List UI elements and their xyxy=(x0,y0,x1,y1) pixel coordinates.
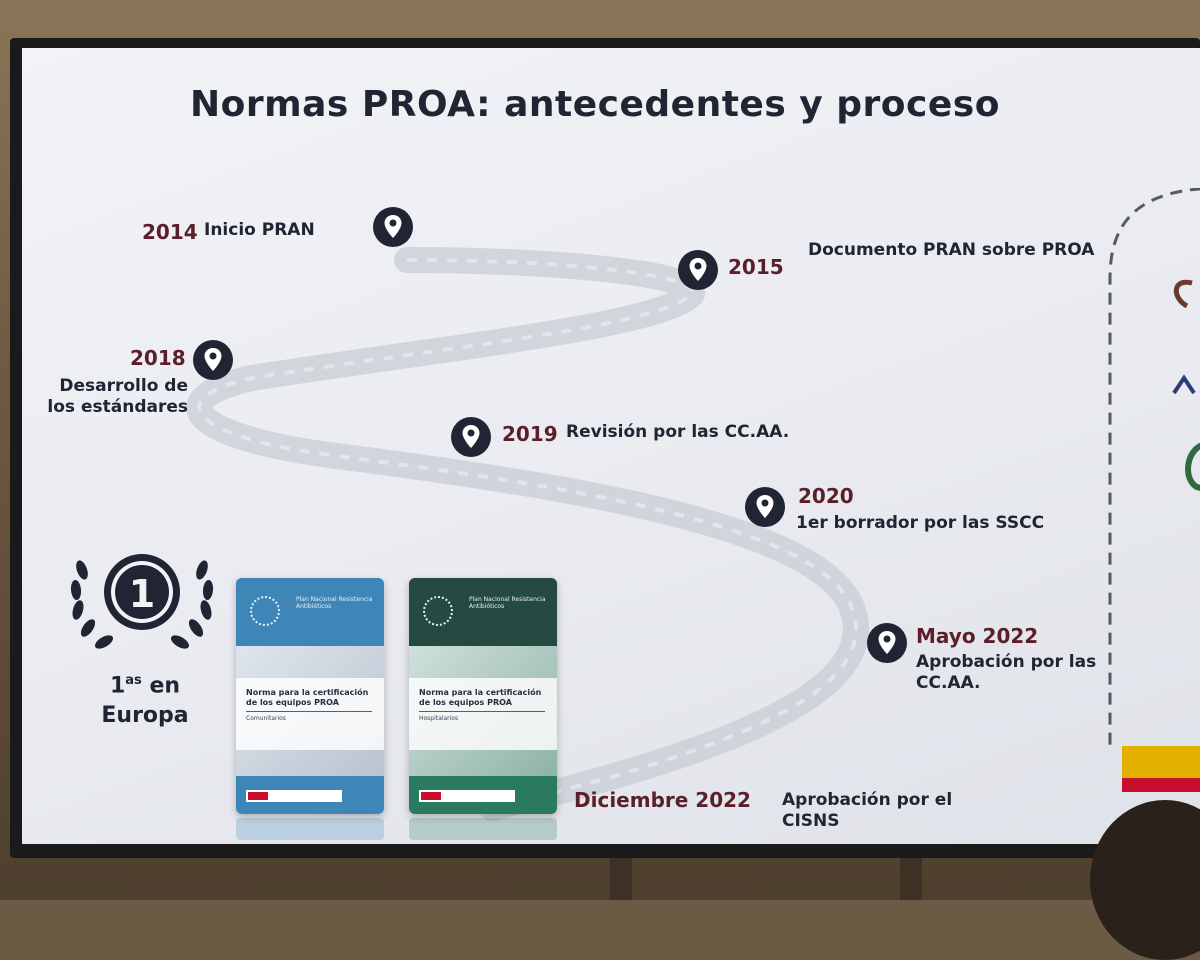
milestone-year: 2020 xyxy=(798,484,854,508)
milestone-label: Inicio PRAN xyxy=(204,220,315,240)
slide-title: Normas PROA: antecedentes y proceso xyxy=(190,84,1000,125)
map-pin-icon xyxy=(193,340,233,380)
milestone-year: 2014 xyxy=(142,220,198,244)
laurel-wreath-icon xyxy=(70,554,214,649)
award-caption: 1as en Europa xyxy=(80,666,210,731)
book-subtitle: Hospitalarios xyxy=(419,715,459,722)
map-pin-icon xyxy=(745,487,785,527)
milestone-year: 2018 xyxy=(130,346,186,370)
milestone-label: Aprobación por las CC.AA. xyxy=(916,652,1097,693)
award-line1-post: en xyxy=(141,673,181,699)
map-pin-icon xyxy=(867,623,907,663)
book-plan: Plan Nacional Resistencia Antibióticos xyxy=(296,596,373,610)
dashed-panel xyxy=(1108,188,1200,748)
milestone-label: Documento PRAN sobre PROA xyxy=(808,240,1095,260)
ministry-logos xyxy=(246,790,342,802)
winding-road xyxy=(186,247,869,821)
spain-flag-logo xyxy=(1122,746,1200,792)
map-pin-icon xyxy=(451,417,491,457)
spain-logo-icon xyxy=(421,792,441,800)
book-cover-hospitalarios: Plan Nacional Resistencia Antibióticos N… xyxy=(409,578,557,814)
milestone-label: Desarrollo de los estándares xyxy=(47,376,188,417)
map-pin-icon xyxy=(678,250,718,290)
milestone-label: Revisión por las CC.AA. xyxy=(566,422,790,442)
book-plan: Plan Nacional Resistencia Antibióticos xyxy=(469,596,546,610)
book-title: Norma para la certificación de los equip… xyxy=(419,688,542,707)
book-cover-comunitarios: Plan Nacional Resistencia Antibióticos N… xyxy=(236,578,384,814)
presentation-slide: Normas PROA: antecedentes y proceso 2014… xyxy=(22,48,1200,844)
plan-emblem-icon xyxy=(423,596,453,626)
award-line1-sup: as xyxy=(125,673,142,688)
milestone-label: Aprobación por el CISNS xyxy=(782,790,953,831)
milestone-year: 2019 xyxy=(502,422,558,446)
milestone-year: Diciembre 2022 xyxy=(574,788,751,812)
award-line2: Europa xyxy=(101,703,189,729)
milestone-year: Mayo 2022 xyxy=(916,624,1039,648)
plan-emblem-icon xyxy=(250,596,280,626)
book-subtitle: Comunitarios xyxy=(246,715,286,722)
screen-stand-right xyxy=(900,858,922,900)
ministry-logos xyxy=(419,790,515,802)
screen-stand-left xyxy=(610,858,632,900)
award-rank: 1 xyxy=(128,572,156,616)
map-pin-icon xyxy=(373,207,413,247)
milestone-label: 1er borrador por las SSCC xyxy=(796,513,1045,533)
book-title: Norma para la certificación de los equip… xyxy=(246,688,369,707)
spain-logo-icon xyxy=(248,792,268,800)
award-line1-pre: 1 xyxy=(109,673,126,699)
milestone-year: 2015 xyxy=(728,255,784,279)
